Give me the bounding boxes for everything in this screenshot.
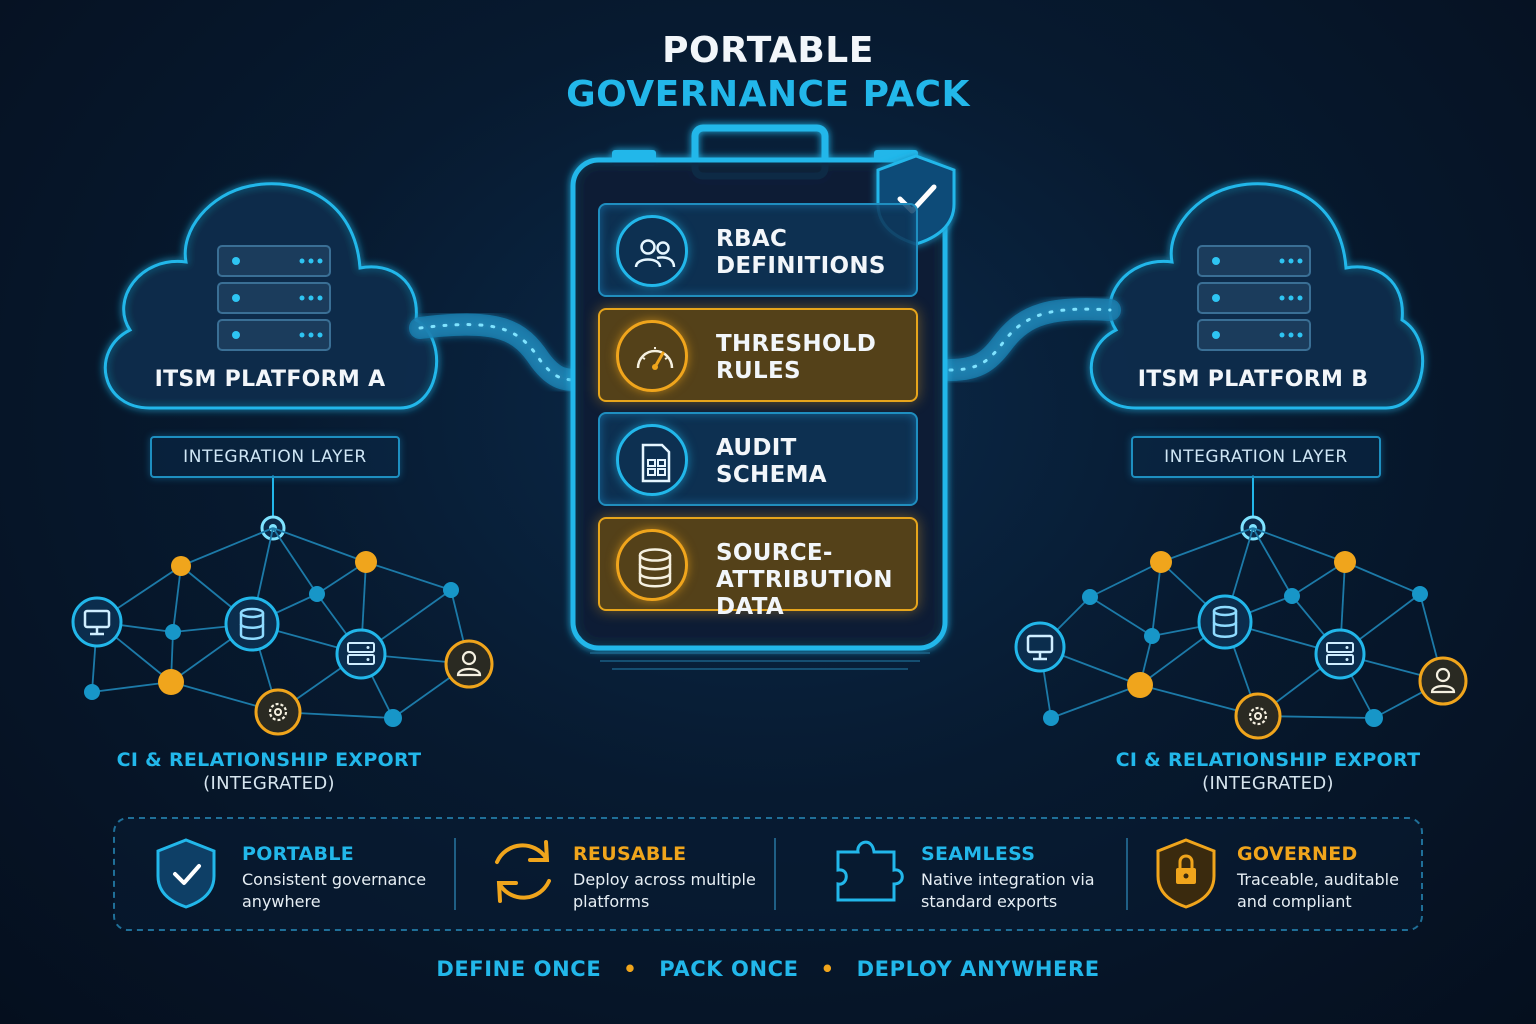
- platform-b-integration-layer[interactable]: INTEGRATION LAYER: [1131, 436, 1381, 478]
- feature-desc: Native integration via standard exports: [921, 870, 1095, 911]
- feature-title: PORTABLE: [242, 843, 355, 865]
- feature-title: REUSABLE: [573, 843, 687, 865]
- tagline-separator: •: [820, 957, 835, 981]
- database-icon: [616, 529, 688, 601]
- pack-item-line1: AUDIT: [716, 435, 797, 461]
- pack-item-line2: RULES: [716, 358, 801, 384]
- pack-item-line1: THRESHOLD: [716, 331, 877, 357]
- gauge-icon: [616, 320, 688, 392]
- server-icon: [335, 628, 387, 680]
- title-line-2: GOVERNANCE PACK: [566, 74, 970, 115]
- platform-a-export-title: CI & RELATIONSHIP EXPORT: [116, 749, 422, 771]
- platform-a-integration-layer[interactable]: INTEGRATION LAYER: [150, 436, 400, 478]
- connector-right: [939, 298, 1121, 381]
- network-nodes-a: [84, 551, 459, 727]
- feature-title: SEAMLESS: [921, 843, 1036, 865]
- platform-a-export-sub: (INTEGRATED): [203, 773, 335, 794]
- platform-b-export-sub: (INTEGRATED): [1202, 773, 1334, 794]
- pack-item-line2: DEFINITIONS: [716, 253, 886, 279]
- database-icon: [1197, 594, 1253, 650]
- document-grid-icon: [616, 424, 688, 496]
- shield-check-icon: [156, 838, 216, 909]
- title-line-1: PORTABLE: [662, 30, 874, 71]
- feature-seamless: SEAMLESS Native integration via standard…: [921, 843, 1106, 913]
- integration-stem: [272, 475, 1254, 518]
- monitor-icon: [71, 596, 123, 648]
- monitor-icon: [1014, 621, 1066, 673]
- tagline-item: PACK ONCE: [659, 957, 799, 981]
- feature-portable: PORTABLE Consistent governance anywhere: [242, 843, 442, 913]
- lock-shield-icon: [1156, 838, 1216, 909]
- platform-a-name: ITSM PLATFORM A: [154, 367, 386, 392]
- feature-reusable: REUSABLE Deploy across multiple platform…: [573, 843, 763, 913]
- feature-title: GOVERNED: [1237, 843, 1358, 865]
- tagline-item: DEFINE ONCE: [436, 957, 602, 981]
- user-icon: [1418, 656, 1468, 706]
- network-nodes-b: [1043, 551, 1428, 727]
- server-icon: [1314, 628, 1366, 680]
- pack-item-line1: SOURCE-: [716, 540, 833, 566]
- tagline: DEFINE ONCE • PACK ONCE • DEPLOY ANYWHERE: [0, 957, 1536, 981]
- server-stack-icon: [1197, 245, 1311, 351]
- puzzle-icon: [836, 840, 904, 902]
- pack-item-line2: SCHEMA: [716, 462, 827, 488]
- case-shadow-dots: [590, 652, 930, 670]
- refresh-icon: [495, 840, 551, 903]
- users-icon: [616, 215, 688, 287]
- platform-b-export-title: CI & RELATIONSHIP EXPORT: [1115, 749, 1421, 771]
- pack-item-line1: RBAC: [716, 226, 788, 252]
- database-icon: [224, 596, 280, 652]
- feature-desc: Traceable, auditable and compliant: [1237, 870, 1399, 911]
- feature-governed: GOVERNED Traceable, auditable and compli…: [1237, 843, 1407, 913]
- gear-icon: [254, 688, 302, 736]
- platform-b-name: ITSM PLATFORM B: [1137, 367, 1369, 392]
- pack-item-line2: ATTRIBUTION DATA: [716, 567, 893, 620]
- tagline-separator: •: [623, 957, 638, 981]
- tagline-item: DEPLOY ANYWHERE: [856, 957, 1100, 981]
- pack-item-source-attribution[interactable]: SOURCE-ATTRIBUTION DATA: [598, 517, 918, 620]
- server-stack-icon: [217, 245, 331, 351]
- user-icon: [444, 639, 494, 689]
- features-panel: [113, 817, 1423, 931]
- connector-left: [409, 313, 591, 391]
- feature-desc: Deploy across multiple platforms: [573, 870, 756, 911]
- gear-icon: [1234, 692, 1282, 740]
- feature-desc: Consistent governance anywhere: [242, 870, 427, 911]
